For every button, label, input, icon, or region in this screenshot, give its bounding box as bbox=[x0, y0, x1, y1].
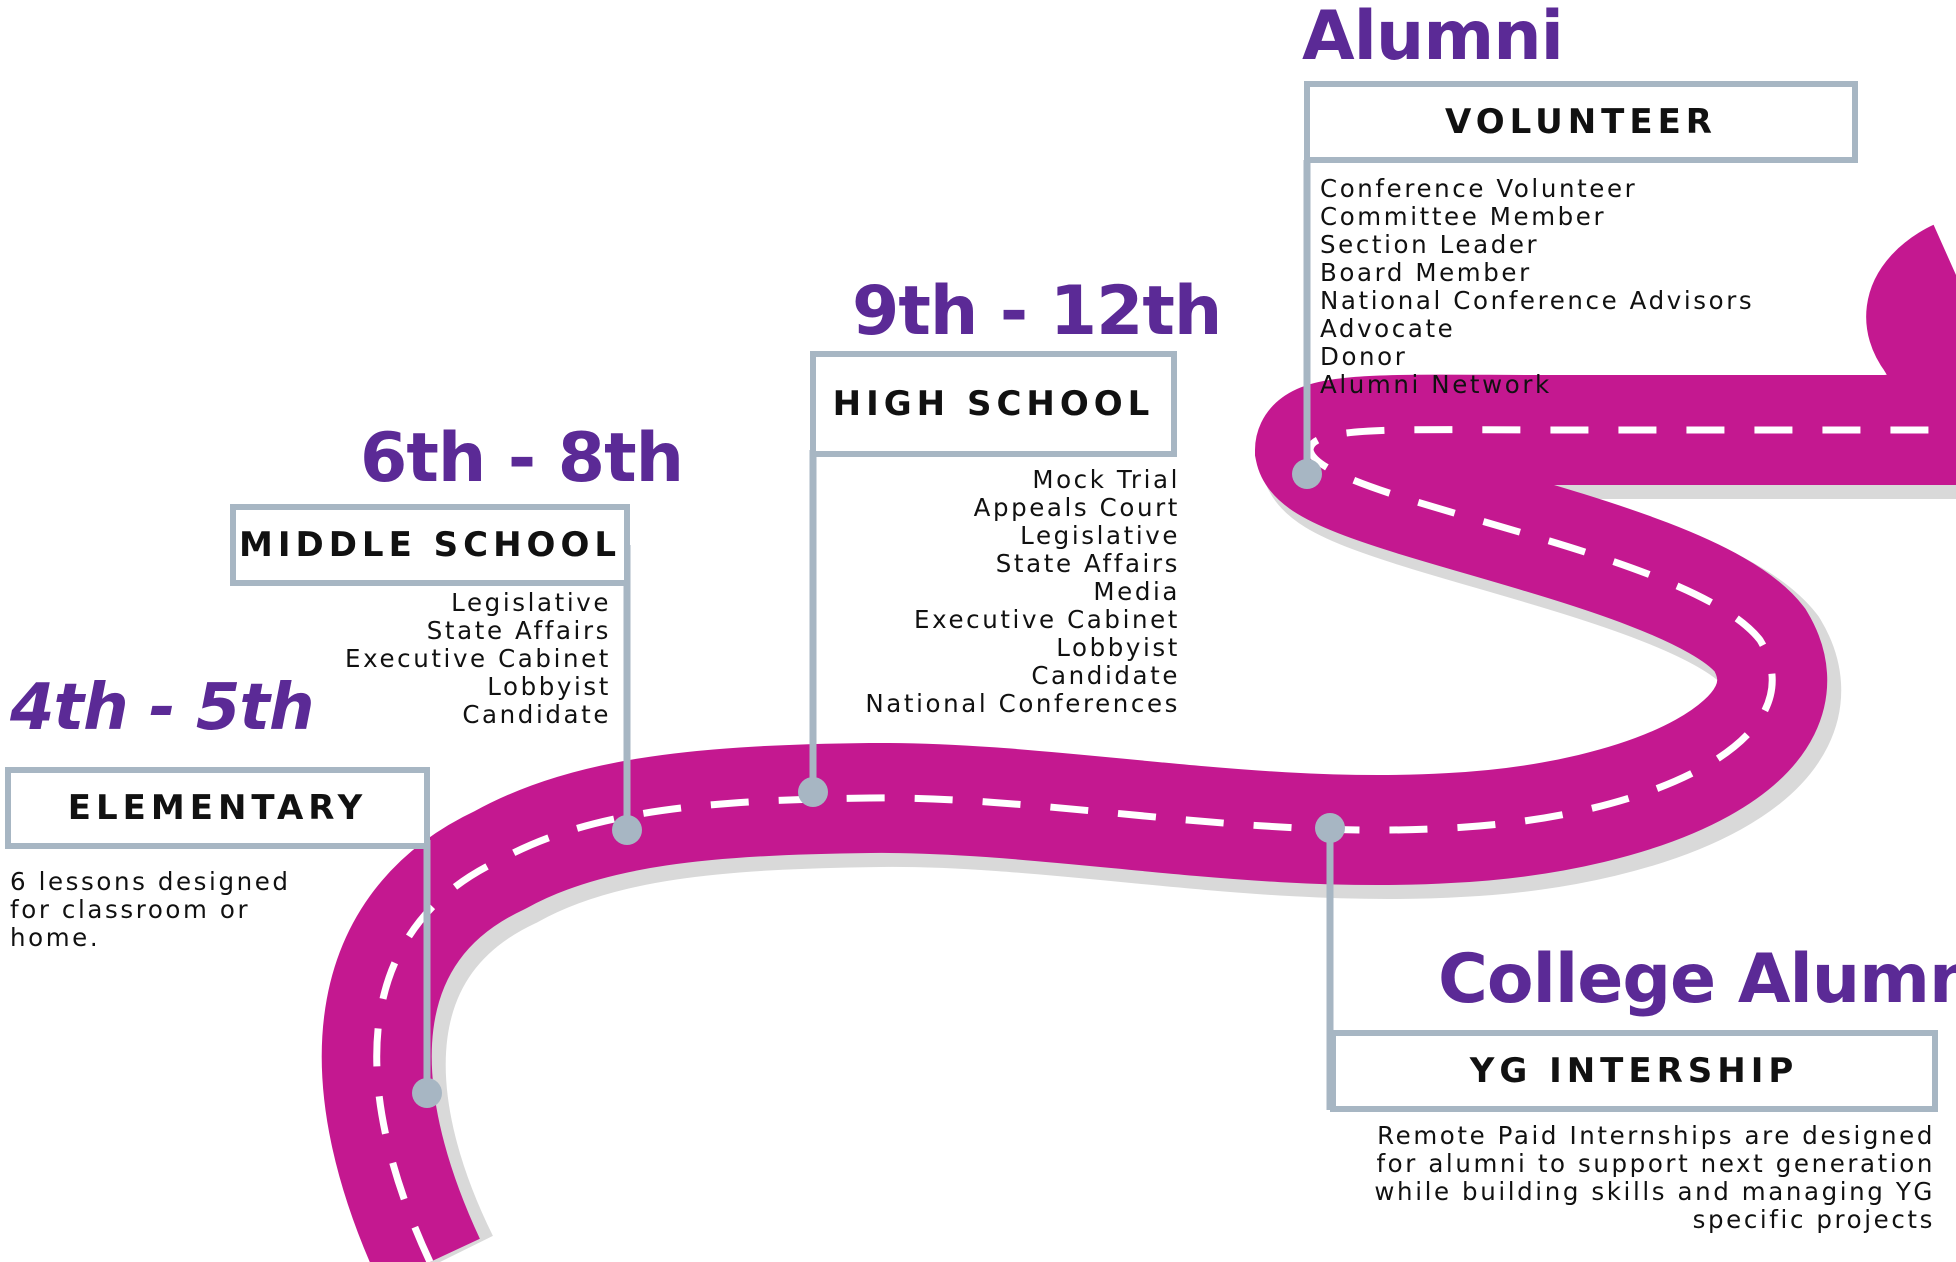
list-item: Alumni Network bbox=[1320, 370, 1552, 399]
pin-middle-school bbox=[612, 815, 642, 845]
list-item: Legislative bbox=[451, 588, 611, 617]
list-item: Committee Member bbox=[1320, 202, 1607, 231]
road-surface bbox=[321, 374, 1956, 1262]
list-item: Advocate bbox=[1320, 314, 1456, 343]
pin-elementary bbox=[412, 1078, 442, 1108]
stage-box-college-alumni: YG INTERSHIP bbox=[1330, 1030, 1938, 1112]
list-item: Mock Trial bbox=[1032, 465, 1180, 494]
list-item: State Affairs bbox=[426, 616, 611, 645]
road-surface-right-curve bbox=[1866, 224, 1956, 485]
stage-box-elementary: ELEMENTARY bbox=[5, 767, 430, 849]
list-item: Donor bbox=[1320, 342, 1408, 371]
list-item: Executive Cabinet bbox=[914, 605, 1180, 634]
stage-title-elementary: ELEMENTARY bbox=[67, 788, 368, 828]
stage-box-high-school: HIGH SCHOOL bbox=[810, 351, 1177, 457]
list-item: Appeals Court bbox=[973, 493, 1180, 522]
list-item: Section Leader bbox=[1320, 230, 1540, 259]
pin-high-school bbox=[798, 777, 828, 807]
description-elementary: 6 lessons designed for classroom or home… bbox=[10, 867, 291, 952]
list-item: National Conferences bbox=[865, 689, 1180, 718]
list-item: Board Member bbox=[1320, 258, 1532, 287]
grade-college-alumni: College Alumni bbox=[1438, 940, 1956, 1019]
stage-title-high-school: HIGH SCHOOL bbox=[832, 384, 1155, 424]
list-item: Media bbox=[1093, 577, 1180, 606]
list-item: Lobbyist bbox=[1056, 633, 1180, 662]
list-item: Lobbyist bbox=[487, 672, 611, 701]
list-item: Conference Volunteer bbox=[1320, 174, 1638, 203]
list-item: State Affairs bbox=[995, 549, 1180, 578]
stage-box-alumni: VOLUNTEER bbox=[1304, 81, 1858, 163]
list-item: Executive Cabinet bbox=[345, 644, 611, 673]
stage-title-middle-school: MIDDLE SCHOOL bbox=[238, 525, 622, 565]
pin-alumni bbox=[1292, 459, 1322, 489]
list-item: Candidate bbox=[462, 700, 611, 729]
list-item: Candidate bbox=[1031, 661, 1180, 690]
stage-box-middle-school: MIDDLE SCHOOL bbox=[230, 504, 630, 586]
description-college-alumni: Remote Paid Internships are designed for… bbox=[1374, 1121, 1935, 1234]
list-item: National Conference Advisors bbox=[1320, 286, 1755, 315]
grade-elementary: 4th - 5th bbox=[10, 671, 314, 745]
list-alumni: Conference Volunteer Committee Member Se… bbox=[1320, 175, 1754, 399]
stage-title-alumni: VOLUNTEER bbox=[1445, 102, 1717, 142]
list-item: Legislative bbox=[1020, 521, 1180, 550]
list-middle-school: Legislative State Affairs Executive Cabi… bbox=[345, 589, 611, 729]
list-high-school: Mock Trial Appeals Court Legislative Sta… bbox=[865, 466, 1180, 718]
grade-middle-school: 6th - 8th bbox=[360, 419, 684, 498]
grade-high-school: 9th - 12th bbox=[852, 272, 1222, 351]
stage-title-college-alumni: YG INTERSHIP bbox=[1469, 1051, 1799, 1091]
pin-college-alumni bbox=[1315, 813, 1345, 843]
grade-alumni: Alumni bbox=[1302, 0, 1564, 76]
